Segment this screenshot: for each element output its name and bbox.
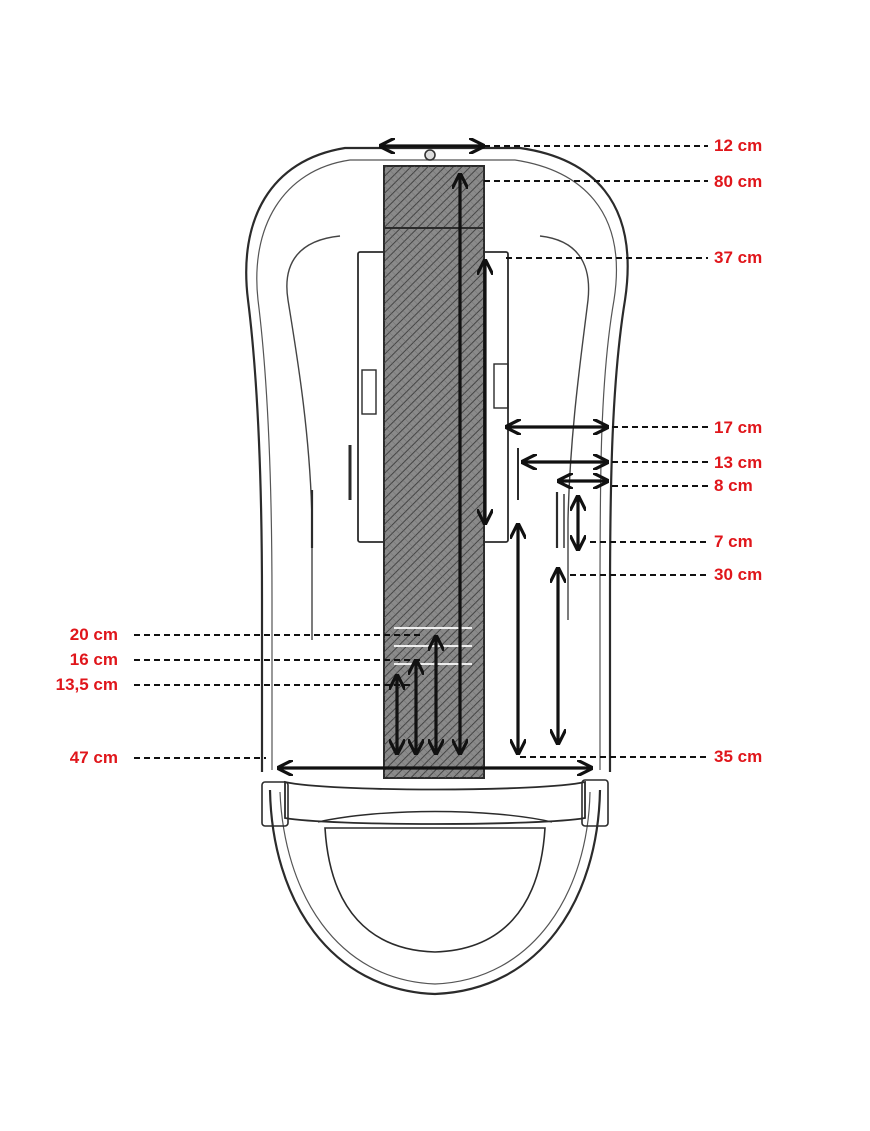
label-loop-16: 16 cm (69, 650, 118, 669)
label-loop-13-5: 13,5 cm (55, 675, 118, 694)
center-strap (383, 149, 485, 779)
bag-outline (245, 146, 629, 996)
leader-lines (134, 145, 708, 759)
label-width-17: 17 cm (714, 418, 763, 437)
label-height-35: 35 cm (714, 747, 763, 766)
label-width-13: 13 cm (714, 453, 763, 472)
label-top-width: 12 cm (714, 136, 763, 155)
label-bottom-width: 47 cm (69, 748, 118, 767)
label-slot-7: 7 cm (714, 532, 753, 551)
label-height-30: 30 cm (714, 565, 763, 584)
measurement-arrows (280, 146, 606, 768)
label-width-8: 8 cm (714, 476, 753, 495)
label-panel-height: 37 cm (714, 248, 763, 267)
label-strap-length: 80 cm (714, 172, 763, 191)
label-loop-20: 20 cm (69, 625, 118, 644)
